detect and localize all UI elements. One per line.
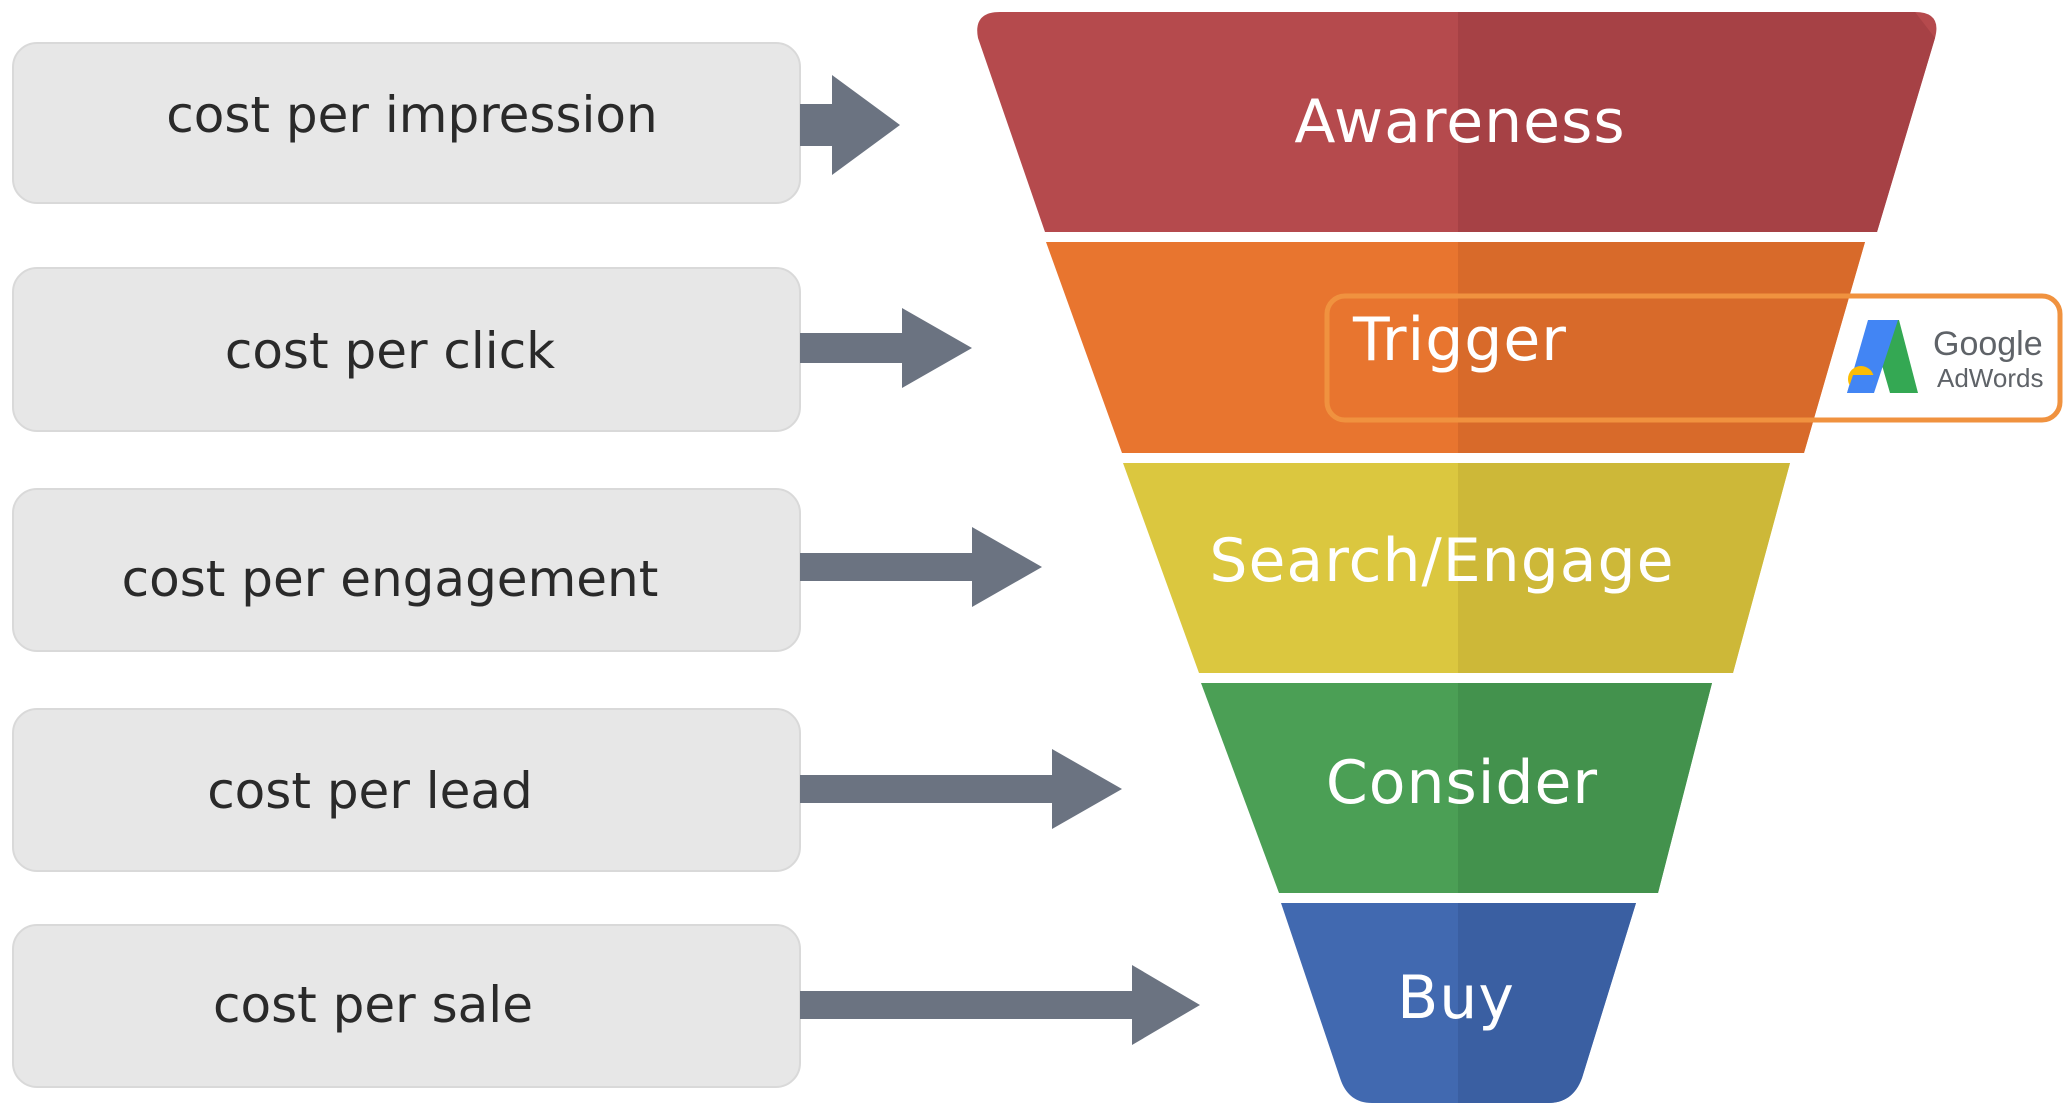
cost-label: cost per lead: [207, 762, 533, 820]
cost-item-click: cost per click: [12, 267, 801, 432]
arrow-right-icon: [800, 965, 1200, 1045]
arrow-right-icon: [800, 749, 1122, 829]
arrow-right-icon: [800, 308, 972, 388]
funnel-band-shade: [1458, 12, 1935, 232]
funnel-stage-label: Search/Engage: [1209, 526, 1674, 596]
cost-item-lead: cost per lead: [12, 708, 801, 872]
funnel-stage-consider: Consider: [1201, 683, 1712, 893]
arrow-right-icon: [800, 75, 900, 175]
cost-label: cost per click: [225, 322, 555, 380]
google-adwords-logo: Google AdWords: [1847, 320, 2043, 393]
funnel-stage-search-engage: Search/Engage: [1123, 463, 1790, 673]
google-brand-text: Google: [1933, 325, 2043, 363]
funnel-stage-label: Awareness: [1294, 87, 1625, 157]
cost-label: cost per impression: [166, 86, 657, 144]
cost-items: cost per impression cost per click cost …: [12, 42, 801, 1088]
funnel-stage-label: Buy: [1397, 963, 1515, 1033]
funnel-stage-buy: Buy: [1281, 903, 1636, 1103]
funnel-stage-awareness: Awareness: [977, 12, 1937, 232]
cost-item-impression: cost per impression: [12, 42, 801, 204]
cost-item-engagement: cost per engagement: [12, 488, 801, 652]
arrows: [800, 75, 1200, 1045]
arrow-right-icon: [800, 527, 1042, 607]
google-adwords-icon: [1847, 320, 1918, 393]
funnel-stage-label: Trigger: [1352, 305, 1567, 375]
funnel-band-shade: [1458, 463, 1790, 673]
trigger-highlight-box: [1324, 293, 2063, 423]
funnel: Awareness Trigger Search/Engage Consider…: [977, 12, 1937, 1103]
funnel-band-shade: [1458, 903, 1636, 1103]
cost-label: cost per sale: [213, 976, 533, 1034]
cost-item-sale: cost per sale: [12, 924, 801, 1088]
cost-label: cost per engagement: [122, 550, 659, 608]
adwords-product-text: AdWords: [1937, 363, 2043, 393]
funnel-band-shade: [1458, 683, 1712, 893]
funnel-stage-label: Consider: [1326, 748, 1598, 818]
